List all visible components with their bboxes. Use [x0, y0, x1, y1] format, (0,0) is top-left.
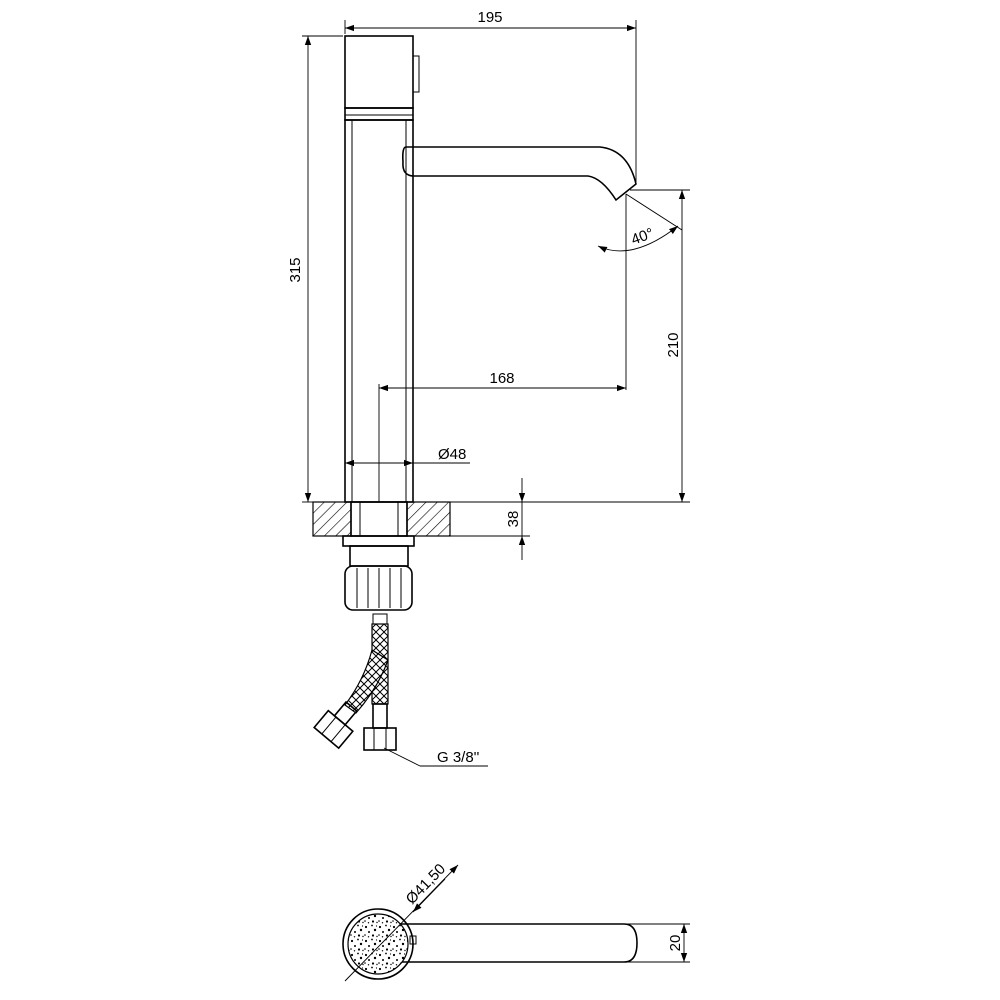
label-body-diameter: Ø48	[438, 446, 466, 463]
dimension-spout-height: 210	[450, 189, 690, 503]
label-spout-reach: 168	[489, 370, 514, 387]
countertop-section	[312, 501, 451, 537]
dimension-deck-thickness: 38	[450, 478, 530, 560]
dimension-spout-width: 20	[624, 923, 690, 963]
label-total-width: 195	[477, 9, 502, 26]
callout-connection-thread: G 3/8''	[383, 747, 488, 767]
faucet-body	[344, 35, 420, 503]
label-top-diameter: Ø41,50	[403, 861, 449, 908]
top-view: Ø41,50	[342, 861, 638, 982]
hose-nut-angled	[313, 709, 354, 750]
hose-nut-straight	[363, 727, 397, 751]
fixing-nut	[342, 535, 415, 611]
dimension-total-width: 195	[344, 9, 637, 182]
flexible-hoses	[313, 613, 397, 751]
label-spout-angle: 40°	[629, 225, 656, 249]
handle-lever-stub	[412, 55, 420, 93]
dimension-total-height: 315	[287, 35, 343, 503]
dimension-spout-angle: 40°	[597, 193, 683, 390]
label-deck-thickness: 38	[505, 511, 522, 528]
spout	[402, 146, 637, 202]
label-connection-thread: G 3/8''	[437, 749, 480, 766]
handle-cap	[344, 35, 414, 109]
label-spout-height: 210	[665, 332, 682, 357]
label-spout-width: 20	[667, 935, 684, 952]
dimension-body-diameter: Ø48	[345, 446, 470, 467]
dimension-spout-reach: 168	[378, 370, 626, 502]
label-total-height: 315	[287, 257, 304, 282]
